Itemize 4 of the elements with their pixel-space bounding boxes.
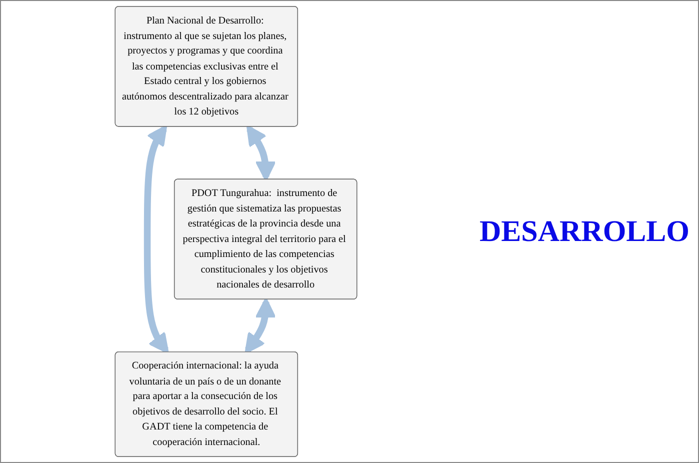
arrow [144, 125, 169, 354]
center-word: DESARROLLO [479, 214, 690, 248]
arrow [246, 125, 276, 182]
arrow [244, 298, 276, 354]
